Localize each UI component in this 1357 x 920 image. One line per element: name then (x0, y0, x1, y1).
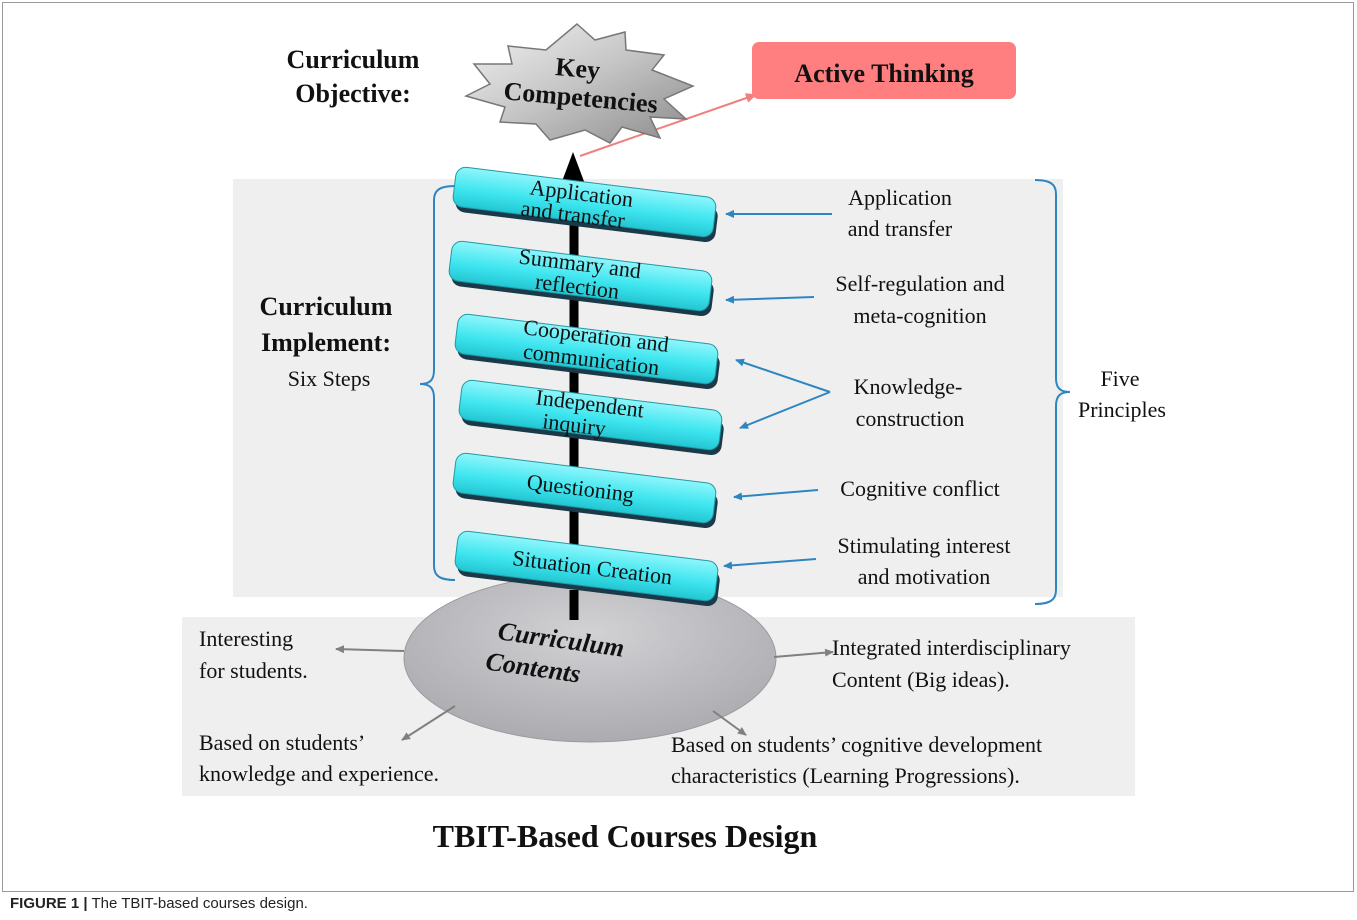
principle-arrow-self-regulation (725, 295, 815, 304)
contents-arrow-based-knowledge (401, 705, 456, 741)
contents-arrow-interesting (335, 645, 405, 654)
principle-application-line-1: Application (848, 185, 952, 210)
steps-brace (419, 185, 456, 581)
principle-stimulating-line-2: and motivation (858, 564, 991, 589)
principles-brace (1034, 179, 1071, 605)
step-questioning: Questioning (452, 452, 718, 529)
content-note-knowledge-line-2: knowledge and experience. (199, 761, 439, 786)
content-note-cognitive-line-1: Based on students’ cognitive development (671, 732, 1042, 757)
figure-caption: FIGURE 1 | The TBIT-based courses design… (10, 895, 308, 912)
content-note-knowledge-line-1: Based on students’ (199, 730, 365, 755)
implement-label-line-1: Curriculum (260, 292, 393, 321)
caption-text: The TBIT-based courses design. (91, 895, 308, 912)
key-competencies-star (463, 23, 695, 144)
active-thinking-box (752, 42, 1016, 99)
content-note-integrated-line-2: Content (Big ideas). (832, 667, 1010, 692)
objective-label-line-2: Objective: (295, 79, 411, 108)
active-thinking-connector (579, 93, 757, 157)
step-summary: Summary and reflection (448, 240, 714, 317)
objective-label-line-1: Curriculum (287, 45, 420, 74)
principle-application-line-2: and transfer (848, 216, 953, 241)
content-note-interesting-line-1: Interesting (199, 626, 293, 651)
implement-label-line-2: Implement: (261, 328, 391, 357)
contents-arrow-based-cognitive (712, 710, 747, 736)
content-note-cognitive-line-2: characteristics (Learning Progressions). (671, 763, 1020, 788)
tbit-diagram: Active Thinking Key Competencies Curricu… (182, 23, 1166, 854)
content-note-integrated-line-1: Integrated interdisciplinary (832, 635, 1071, 660)
contents-arrow-integrated (773, 648, 834, 658)
principle-self-regulation-line-1: Self-regulation and (835, 271, 1004, 296)
six-steps-label: Six Steps (288, 366, 371, 391)
principle-arrow-knowledge-1 (735, 358, 831, 393)
principle-knowledge-line-1: Knowledge- (854, 374, 963, 399)
five-principles-line-2: Principles (1078, 397, 1166, 422)
figure-frame (2, 2, 1354, 892)
diagram-title: TBIT-Based Courses Design (433, 818, 818, 854)
active-thinking-label: Active Thinking (794, 59, 973, 88)
principle-arrow-cognitive (733, 489, 819, 501)
step-situation: Situation Creation (454, 530, 720, 607)
principle-self-regulation-line-2: meta-cognition (853, 303, 986, 328)
key-competencies-line-1: Key (554, 52, 601, 85)
principle-arrow-knowledge-2 (739, 391, 831, 429)
spine-arrowhead (561, 152, 585, 184)
five-principles-line-1: Five (1100, 366, 1139, 391)
caption-prefix: FIGURE 1 | (10, 895, 88, 912)
principle-arrow-stimulating (723, 558, 817, 570)
principle-stimulating-line-1: Stimulating interest (838, 533, 1011, 558)
principle-cognitive-label: Cognitive conflict (840, 476, 999, 501)
step-application: Application and transfer (452, 166, 718, 243)
content-note-interesting-line-2: for students. (199, 658, 308, 683)
principle-knowledge-line-2: construction (856, 406, 965, 431)
implement-panel (233, 179, 1063, 597)
